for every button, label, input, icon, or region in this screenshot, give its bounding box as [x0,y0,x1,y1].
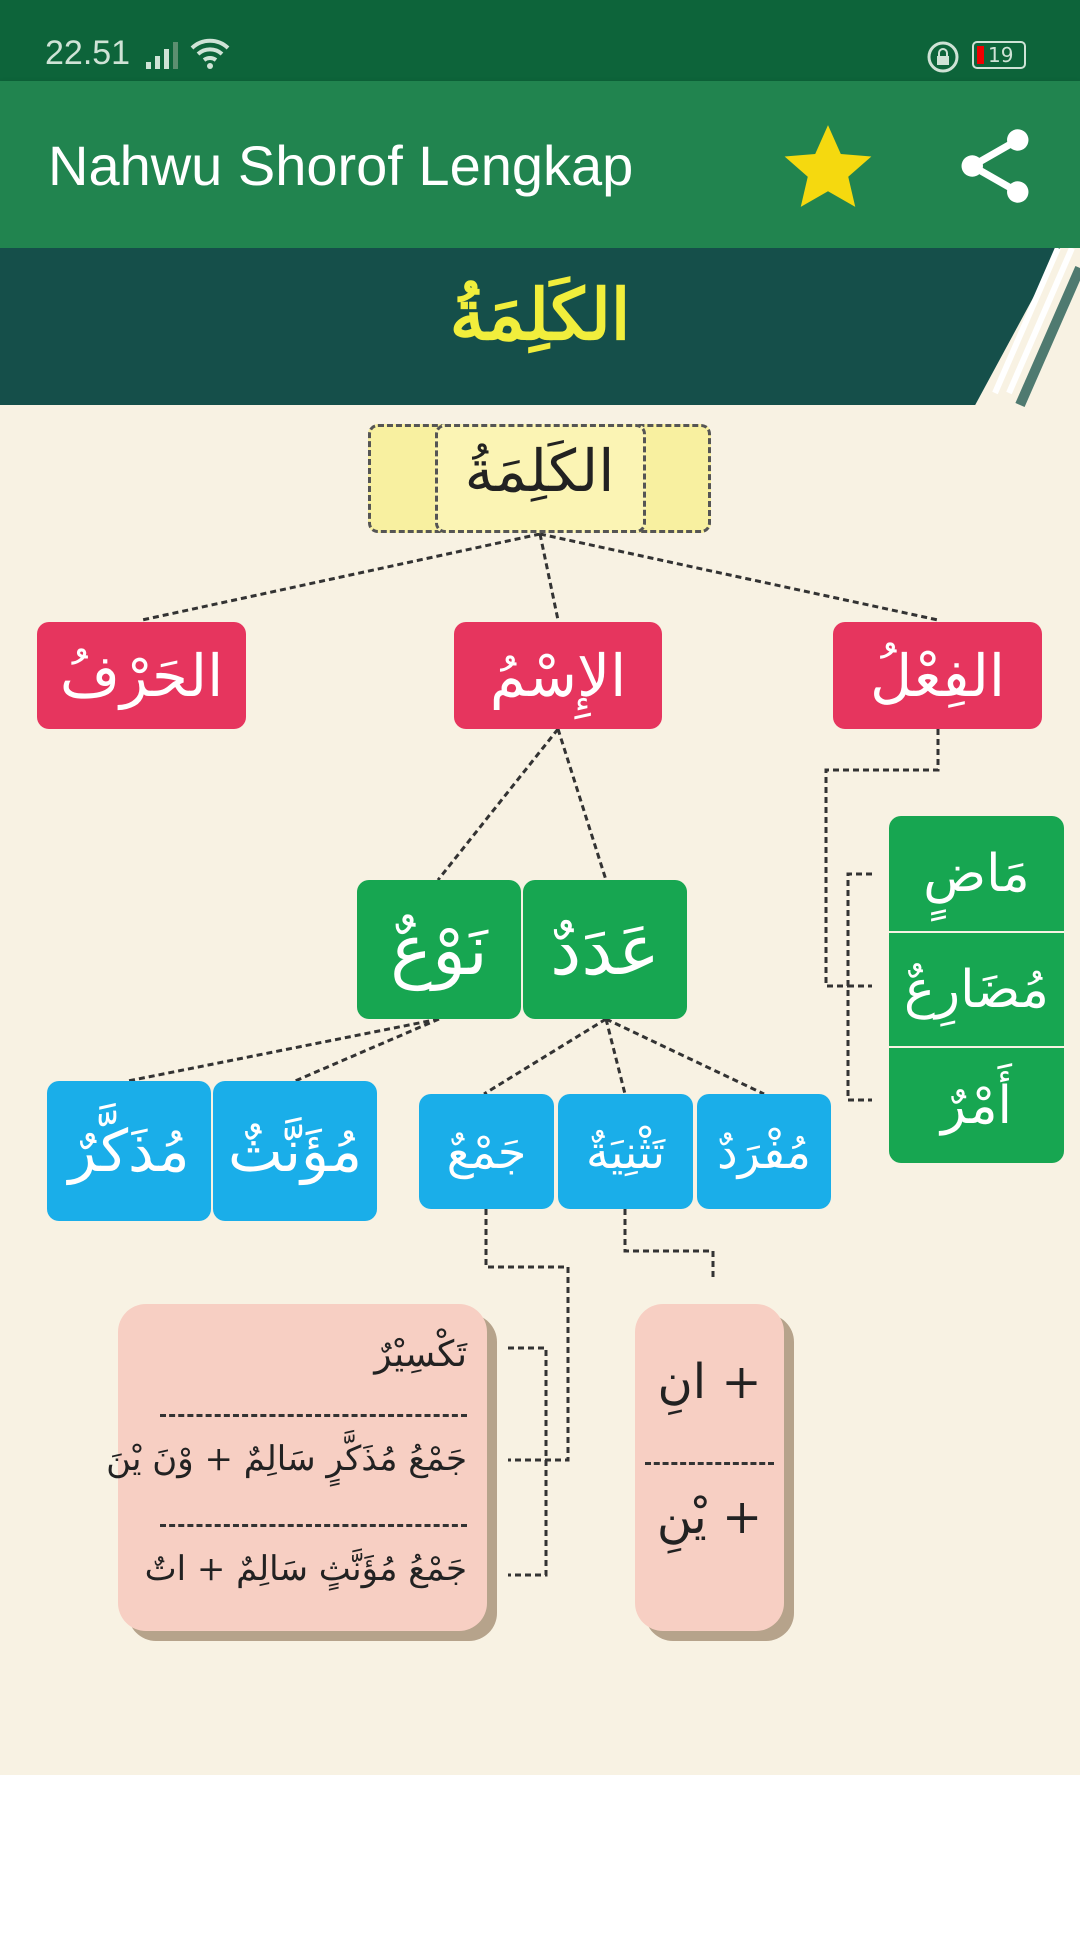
root-node: الكَلِمَةُ [368,424,711,533]
divider [645,1462,774,1465]
node-amr: أَمْرٌ [889,1048,1064,1163]
status-bar: 22.51 19 [0,0,1080,81]
node-muannats: مُؤَنَّثٌ [213,1081,377,1221]
signal-icon [146,42,178,69]
suffix-ani: + انِ [657,1354,762,1410]
node-madhi: مَاضٍ [889,816,1064,931]
node-mudhari: مُضَارِعٌ [889,933,1064,1046]
rotation-lock-icon [927,41,959,73]
divider [160,1524,467,1527]
node-mudzakkar: مُذَكَّرٌ [47,1081,211,1221]
node-naw: نَوْعٌ [357,880,521,1019]
root-label: الكَلِمَةُ [464,437,615,505]
battery-percent: 19 [988,43,1014,67]
suffix-aini: + يْنِ [656,1489,763,1545]
node-jam: جَمْعٌ [419,1094,554,1209]
jam-muannats-salim: جَمْعُ مُؤَنَّثٍ سَالِمٌ + اتٌ [144,1549,467,1589]
diagram-image: الكَلِمَةُ الكَلِمَةُ الحَرْفُ الإِسْمُ … [0,248,1080,1775]
node-adad: عَدَدٌ [523,880,687,1019]
divider [160,1414,467,1417]
node-tatsniyah: تَثْنِيَةٌ [558,1094,693,1209]
jam-mudzakkar-salim: جَمْعُ مُذَكَّرٍ سَالِمٌ + وْنَ يْنَ [106,1439,467,1479]
jam-taksir: تَكْسِيْرٌ [374,1334,467,1375]
wifi-icon [190,38,230,69]
banner-title: الكَلِمَةُ [449,273,631,356]
node-harf: الحَرْفُ [37,622,246,729]
banner-stripes [992,248,1080,408]
app-title: Nahwu Shorof Lengkap [48,134,634,197]
node-ism: الإِسْمُ [454,622,662,729]
share-icon[interactable] [956,125,1034,207]
connector-lines [127,532,940,1577]
node-fil: الفِعْلُ [833,622,1042,729]
star-icon[interactable] [778,121,878,216]
battery-level [977,46,984,64]
battery-icon: 19 [972,41,1026,69]
tatsniyah-suffix-box: + انِ + يْنِ [635,1304,784,1631]
jam-types-box: تَكْسِيْرٌ جَمْعُ مُذَكَّرٍ سَالِمٌ + وْ… [106,1304,487,1631]
app-bar: Nahwu Shorof Lengkap [0,81,1080,248]
clock: 22.51 [45,34,131,72]
node-mufrad: مُفْرَدٌ [697,1094,831,1209]
root-inner [435,424,646,533]
banner [0,248,1060,405]
